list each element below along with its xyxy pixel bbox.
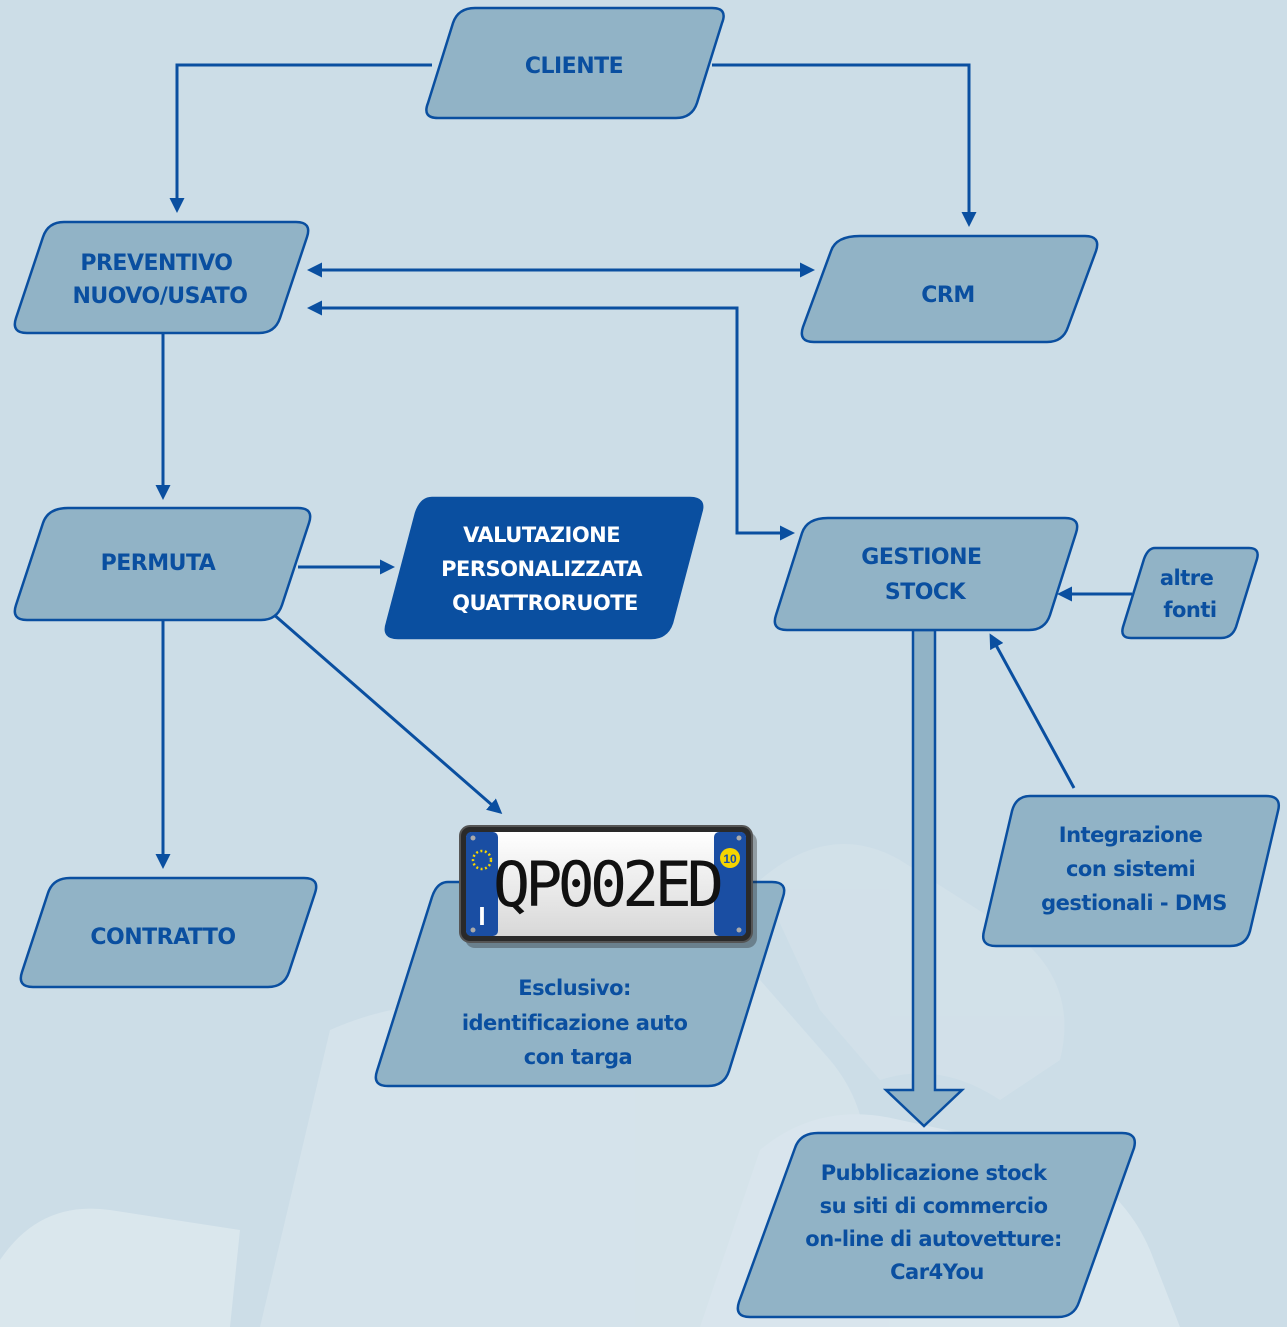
valutazione-line-0: VALUTAZIONE	[463, 523, 620, 547]
node-contratto: CONTRATTO	[19, 876, 318, 989]
plate-year: 10	[723, 852, 737, 866]
esclusivo-line-0: Esclusivo:	[518, 976, 631, 1000]
node-pubblicazione: Pubblicazione stock su siti di commercio…	[736, 1131, 1136, 1319]
svg-text:Pubblicazione stock su s: Pubblicazione stock su siti di commercio…	[805, 1161, 1068, 1284]
plate-eu-band	[466, 832, 498, 936]
altre-line-1: fonti	[1163, 598, 1216, 622]
preventivo-line-1: NUOVO/USATO	[72, 284, 247, 309]
edge-preventivo-gestione	[307, 300, 795, 541]
edge-permuta-plate	[271, 611, 503, 814]
svg-text:10: 10	[723, 852, 737, 866]
edge-cliente-preventivo	[169, 63, 432, 213]
license-plate-image: I 10 QP002ED	[459, 825, 757, 948]
svg-text:QP002ED: QP002ED	[493, 848, 721, 921]
edges	[155, 63, 1132, 869]
integrazione-line-0: Integrazione	[1059, 823, 1203, 847]
node-altre-fonti: altre fonti	[1121, 546, 1259, 640]
pubblicazione-line-0: Pubblicazione stock	[821, 1161, 1048, 1185]
node-gestione: GESTIONE STOCK	[773, 516, 1079, 632]
edge-cliente-crm	[712, 63, 977, 227]
valutazione-line-2: QUATTRORUOTE	[452, 591, 638, 615]
crm-line-0: CRM	[921, 283, 974, 308]
pubblicazione-line-2: on-line di autovetture:	[805, 1227, 1062, 1251]
integrazione-line-2: gestionali - DMS	[1041, 891, 1227, 915]
pubblicazione-line-1: su siti di commercio	[820, 1194, 1048, 1218]
cliente-line-0: CLIENTE	[525, 54, 623, 79]
plate-number: QP002ED	[493, 848, 721, 921]
node-crm: CRM	[800, 234, 1099, 344]
altre-line-0: altre	[1160, 566, 1214, 590]
svg-text:Esclusivo: identificazio: Esclusivo: identificazione auto con targ…	[462, 976, 694, 1069]
svg-text:VALUTAZIONE PERSONALIZZA: VALUTAZIONE PERSONALIZZATA QUATTRORUOTE	[441, 523, 649, 615]
svg-text:PERMUTA: PERMUTA	[101, 551, 216, 576]
esclusivo-line-1: identificazione auto	[462, 1011, 688, 1035]
gestione-line-0: GESTIONE	[861, 545, 981, 570]
svg-text:GESTIONE STOCK: GESTIONE STOCK	[861, 545, 988, 605]
svg-text:CONTRATTO: CONTRATTO	[90, 925, 235, 950]
plate-year-circle	[720, 848, 740, 868]
contratto-line-0: CONTRATTO	[90, 925, 235, 950]
esclusivo-line-2: con targa	[524, 1045, 632, 1069]
node-permuta: PERMUTA	[13, 506, 312, 622]
valutazione-line-1: PERSONALIZZATA	[441, 557, 643, 581]
gestione-line-1: STOCK	[885, 580, 967, 605]
svg-text:PREVENTIVO NUOVO/USATO: PREVENTIVO NUOVO/USATO	[72, 251, 247, 309]
svg-text:altre fonti: altre fonti	[1160, 566, 1220, 622]
country-letter: I	[478, 901, 485, 931]
eu-stars-icon	[471, 849, 493, 871]
node-valutazione: VALUTAZIONE PERSONALIZZATA QUATTRORUOTE	[384, 496, 704, 640]
svg-text:CRM: CRM	[921, 283, 974, 308]
edge-integrazione-gestione	[989, 633, 1076, 789]
svg-text:Integrazione con sistemi: Integrazione con sistemi gestionali - DM…	[1041, 823, 1227, 915]
node-preventivo: PREVENTIVO NUOVO/USATO	[13, 220, 310, 335]
node-cliente: CLIENTE	[425, 6, 725, 120]
preventivo-line-0: PREVENTIVO	[80, 251, 232, 276]
pubblicazione-line-3: Car4You	[890, 1260, 984, 1284]
svg-text:CLIENTE: CLIENTE	[525, 54, 623, 79]
permuta-line-0: PERMUTA	[101, 551, 216, 576]
edge-gestione-pubblicazione	[882, 628, 966, 1128]
integrazione-line-1: con sistemi	[1066, 857, 1195, 881]
node-integrazione: Integrazione con sistemi gestionali - DM…	[982, 794, 1280, 948]
